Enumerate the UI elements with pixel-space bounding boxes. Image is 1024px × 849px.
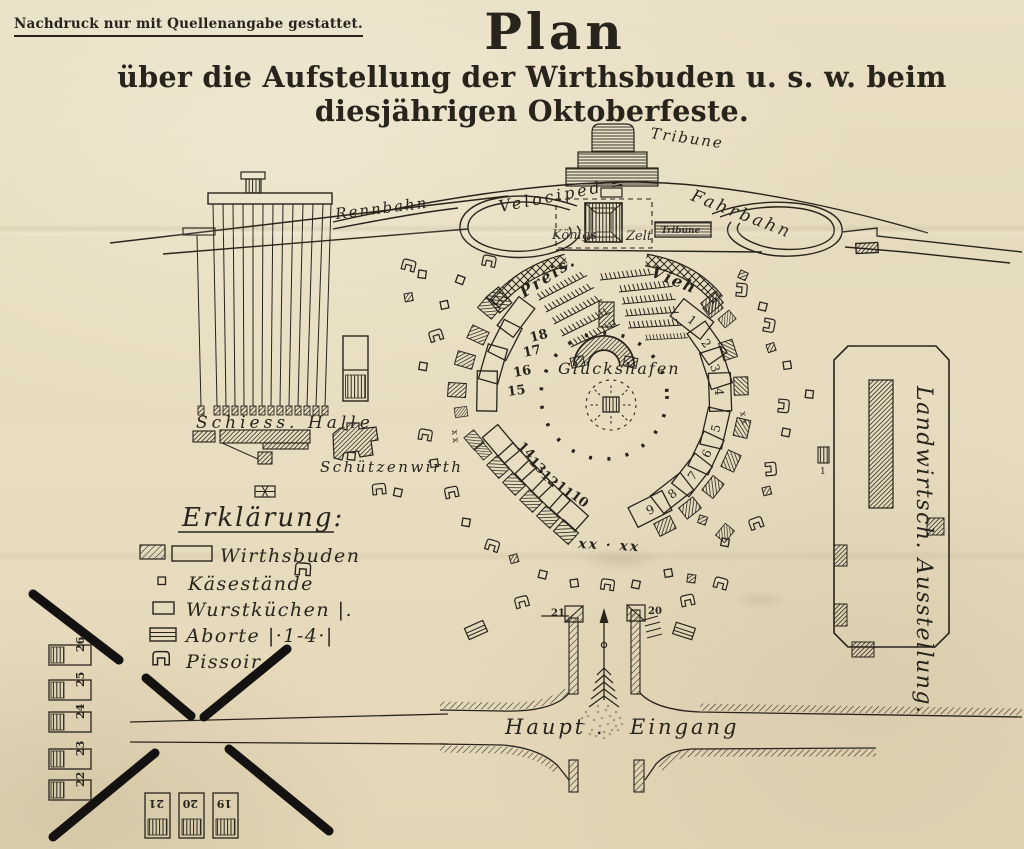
kaesestand-icon [157,576,167,586]
booth-number: 5 [708,423,723,434]
page-subtitle: über die Aufstellung der Wirthsbuden u. … [117,60,947,128]
eingang-label: Eingang [629,715,740,739]
abort-icon-above-legend [254,485,276,498]
diagonal-avenues [28,589,334,842]
xx-marks: xx · xx [577,536,641,555]
koenigs-label: Königs [551,228,597,243]
booth-number: 24 [74,703,87,719]
booth-number: 3 [707,362,723,374]
booth-number: 20 [182,797,198,810]
haupt-label: Haupt . [504,715,606,739]
booth-number: 9 [644,502,657,518]
legend-label-wurstkuechen: Wurstküchen |. [186,599,353,621]
pissoir-icon [152,650,170,666]
entrance-dot-burst [580,704,624,740]
legend-label-wirthsbuden: Wirthsbuden [220,545,361,567]
booth-number: 23 [74,741,87,756]
schuetzenwirth-building [332,422,379,461]
tribune-structure [565,123,659,198]
legend-heading: Erklärung: [181,503,344,533]
x-marks-right: x x [737,411,749,426]
svg-text:15: 15 [506,383,526,400]
ausstellung-hall: Landwirtsch. Ausstellung. [833,345,950,714]
booth-number: 25 [74,672,87,687]
legend-label-pissoir: Pissoir [185,651,262,673]
wurstkueche-icon [152,601,175,615]
abort-1: 1 [817,446,830,477]
booth-number: 22 [74,772,87,787]
wirthsbude-icon [139,544,213,562]
entrance-booth-21: 21 [551,608,565,619]
abort-scatter-icons [463,619,697,641]
abort-icon [149,627,177,642]
legend-label-aborte: Aborte |·1-4·| [184,625,334,647]
small-tribuene: Tribüne [654,221,712,238]
svg-text:17: 17 [522,342,543,360]
rennbahn-label: Rennbahn [333,194,429,223]
ring-booths-left [475,295,590,532]
booth-number: 19 [217,797,232,810]
tribuene-small-label: Tribüne [661,225,701,236]
glueckshafen-center: Glückshafen [539,301,681,461]
x-marks-left: x x [449,429,460,443]
booth-number: 26 [74,636,87,652]
abort-1-number: 1 [820,467,826,477]
tribune-label: Tribune [649,124,725,152]
schiesshalle-label: Schiess. Halle [196,413,374,433]
entrance-booth-20: 20 [648,606,662,617]
north-arrow [588,608,620,708]
schiess-halle [182,171,333,465]
velodrome-track [109,181,1023,264]
ausstellung-label: Landwirtsch. Ausstellung. [911,385,936,714]
bottom-row-booths: 21 20 19 [144,792,239,839]
entrance-roads [129,609,1023,793]
left-column-booths: 26 25 24 23 22 [48,636,92,801]
small-building [342,335,369,402]
zelt-label: Zelt [625,229,653,244]
booth-number: 4 [712,388,726,396]
booth-number: 1 [685,312,700,328]
svg-text:18: 18 [528,327,549,346]
svg-text:16: 16 [512,363,532,381]
legend-label-kaesestaende: Käsestände [187,573,314,595]
booth-number: 21 [149,797,164,810]
legend: Erklärung: Wirthsbuden Käsestände Wurstk… [139,503,361,673]
reprint-notice: Nachdruck nur mit Quellenangabe gestatte… [14,16,363,37]
schuetzenwirth-label: Schützenwirth [320,458,463,476]
glueckshafen-label: Glückshafen [558,359,681,378]
entrance-corner-booths [563,603,647,623]
koenigs-zelt: Königs Zelt [551,198,653,249]
page-title: Plan [484,2,626,61]
